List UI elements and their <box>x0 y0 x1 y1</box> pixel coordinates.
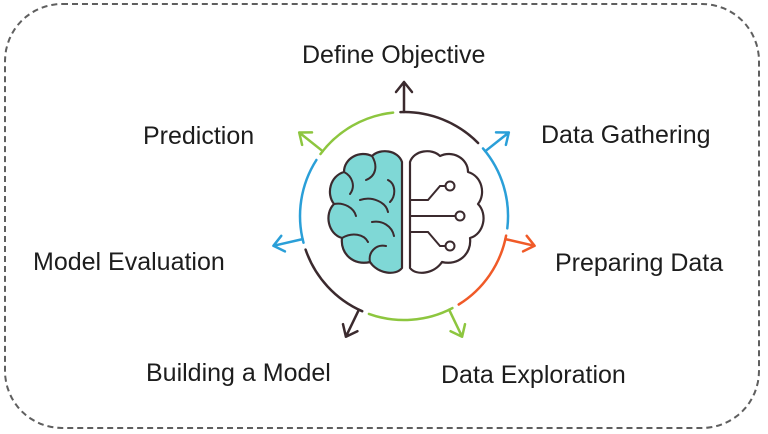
cycle-arc-data-gathering <box>481 147 510 230</box>
cycle-arrows <box>272 80 536 338</box>
cycle-arc-preparing-data <box>457 234 508 306</box>
step-label-model-evaluation: Model Evaluation <box>33 248 225 276</box>
arrow-icon-model-evaluation <box>272 234 304 253</box>
cycle-arc-define-objective <box>399 110 480 145</box>
brain-left-fill <box>328 151 402 273</box>
cycle-arc-building-a-model <box>304 248 364 313</box>
cycle-arc-data-exploration <box>367 306 454 322</box>
cycle-arcs <box>298 110 510 322</box>
arrow-icon-preparing-data <box>504 234 536 253</box>
arrow-icon-define-objective <box>394 80 414 114</box>
circuit-node <box>444 240 456 252</box>
step-label-preparing-data: Preparing Data <box>555 249 724 277</box>
step-label-data-gathering: Data Gathering <box>541 121 711 149</box>
step-label-building-a-model: Building a Model <box>146 359 331 387</box>
circuit-node <box>454 210 466 222</box>
step-label-define-objective: Define Objective <box>302 41 486 69</box>
brain-circuit-icon <box>327 150 485 274</box>
cycle-arc-prediction <box>319 111 395 156</box>
step-label-prediction: Prediction <box>143 122 255 150</box>
cycle-arc-model-evaluation <box>298 158 318 244</box>
step-label-data-exploration: Data Exploration <box>441 361 626 389</box>
diagram-frame <box>4 3 760 429</box>
arrow-icon-prediction <box>297 131 324 153</box>
arrow-icon-data-gathering <box>484 131 511 153</box>
circuit-lines <box>409 185 457 247</box>
brain-fold <box>333 155 396 263</box>
arrow-icon-data-exploration <box>447 308 467 338</box>
brain-right-outline <box>408 150 485 274</box>
circuit-node <box>444 180 456 192</box>
arrow-icon-building-a-model <box>341 308 361 338</box>
